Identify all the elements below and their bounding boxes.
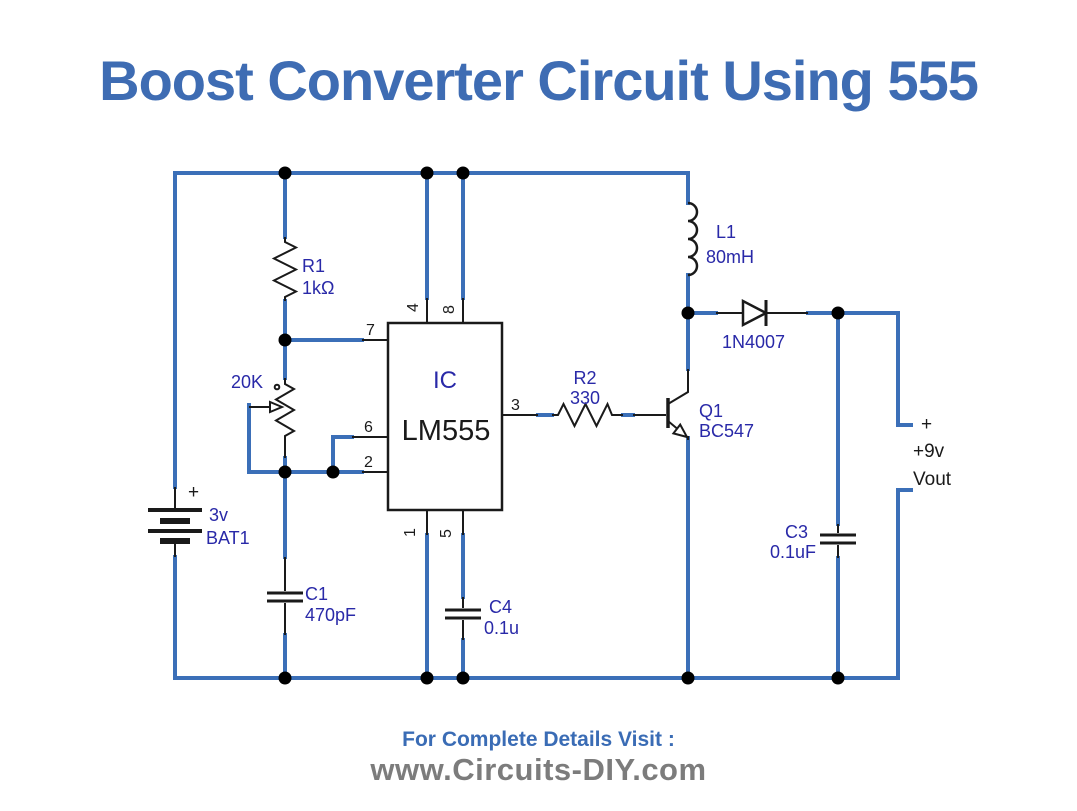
ic-pin-leads — [352, 298, 538, 535]
ic-type-label: IC — [433, 367, 457, 394]
capacitor-c1-symbol — [267, 557, 303, 635]
ic-pin6-number: 6 — [364, 419, 373, 436]
output-voltage-label: +9v — [913, 441, 945, 462]
battery-plus-sign: + — [188, 482, 199, 503]
pot-value-label: 20K — [231, 372, 263, 392]
component-symbols — [148, 201, 856, 640]
transistor-q1-symbol — [666, 369, 689, 440]
inductor-l1-symbol — [687, 201, 699, 277]
page-title: Boost Converter Circuit Using 555 — [99, 49, 979, 112]
ic-pin8-number: 8 — [441, 305, 458, 314]
q1-part-label: BC547 — [699, 421, 754, 441]
capacitor-c3-symbol — [820, 524, 856, 558]
l1-ref-label: L1 — [716, 222, 736, 242]
output-vout-label: Vout — [913, 469, 952, 490]
wire-wiper-pin2 — [247, 403, 364, 474]
junction-dots — [278, 166, 845, 685]
footer-website-url: www.Circuits-DIY.com — [370, 752, 707, 787]
battery-symbol — [148, 487, 202, 557]
wire-pin6 — [331, 435, 354, 474]
ic-body — [386, 321, 504, 512]
output-plus-sign: + — [921, 414, 932, 435]
footer-visit-text: For Complete Details Visit : — [402, 728, 675, 751]
c4-value-label: 0.1u — [484, 618, 519, 638]
diode-part-label: 1N4007 — [722, 332, 785, 352]
wires — [173, 171, 913, 680]
ic-pin1-number: 1 — [402, 528, 419, 537]
diode-symbol — [716, 298, 808, 328]
battery-value-label: 3v — [209, 505, 228, 525]
r2-value-label: 330 — [570, 388, 600, 408]
c1-ref-label: C1 — [305, 584, 328, 604]
wire-output-top — [836, 311, 913, 427]
ic-part-label: LM555 — [402, 415, 491, 447]
potentiometer-symbol — [249, 378, 297, 458]
ic-pin7-number: 7 — [366, 322, 375, 339]
resistor-r2-symbol — [552, 401, 623, 429]
battery-ref-label: BAT1 — [206, 528, 250, 548]
wire-ground-rail — [173, 488, 913, 680]
r2-ref-label: R2 — [573, 368, 596, 388]
ic-pin4-number: 4 — [405, 303, 422, 312]
c1-value-label: 470pF — [305, 605, 356, 625]
resistor-r1-symbol — [271, 237, 299, 301]
l1-value-label: 80mH — [706, 247, 754, 267]
c3-ref-label: C3 — [785, 522, 808, 542]
ic-pin2-number: 2 — [364, 454, 373, 471]
ic-pin5-number: 5 — [438, 529, 455, 538]
r1-ref-label: R1 — [302, 256, 325, 276]
capacitor-c4-symbol — [445, 597, 481, 640]
c4-ref-label: C4 — [489, 597, 512, 617]
ic-pin3-number: 3 — [511, 397, 520, 414]
r1-value-label: 1kΩ — [302, 278, 334, 298]
q1-ref-label: Q1 — [699, 401, 723, 421]
c3-value-label: 0.1uF — [770, 542, 816, 562]
